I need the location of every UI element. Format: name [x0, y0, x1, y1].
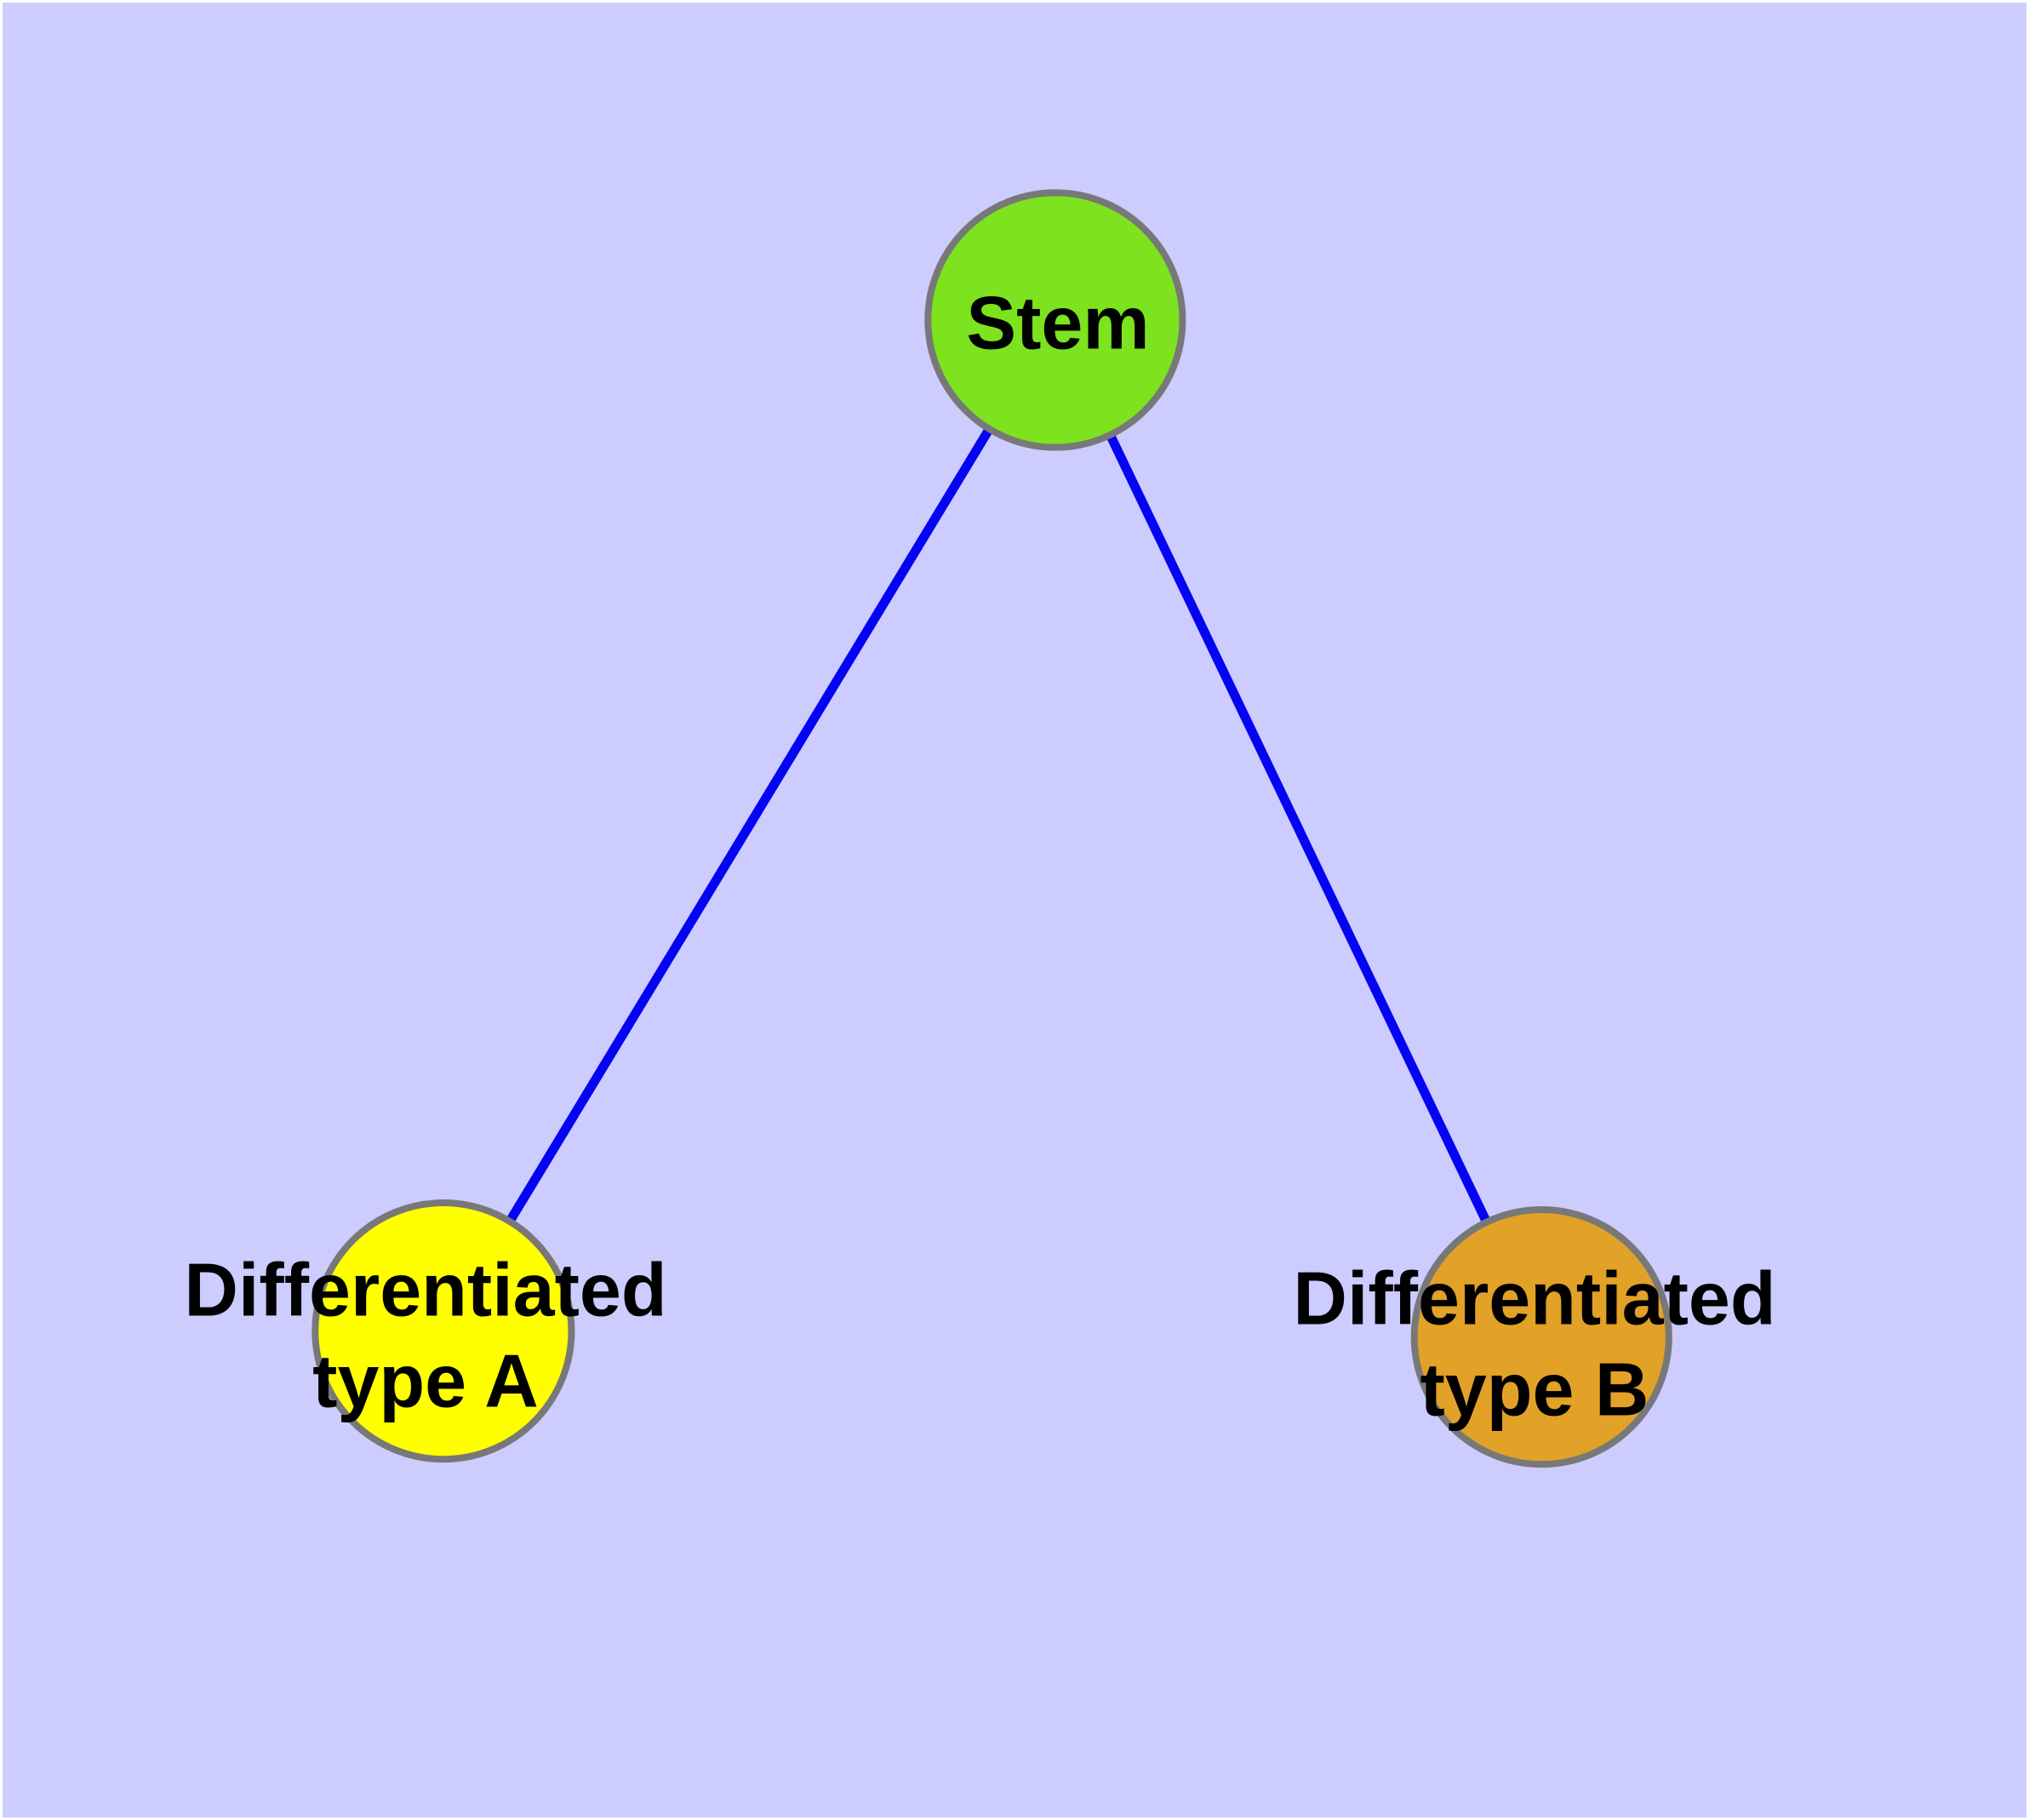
node-differentiated-type-b [1410, 1206, 1672, 1468]
edge-stem-to-type-a [439, 318, 1060, 1334]
node-differentiated-type-a [311, 1199, 575, 1463]
edge-stem-to-type-b [1050, 318, 1546, 1339]
node-stem [924, 189, 1186, 451]
graph-canvas [311, 189, 1672, 1468]
